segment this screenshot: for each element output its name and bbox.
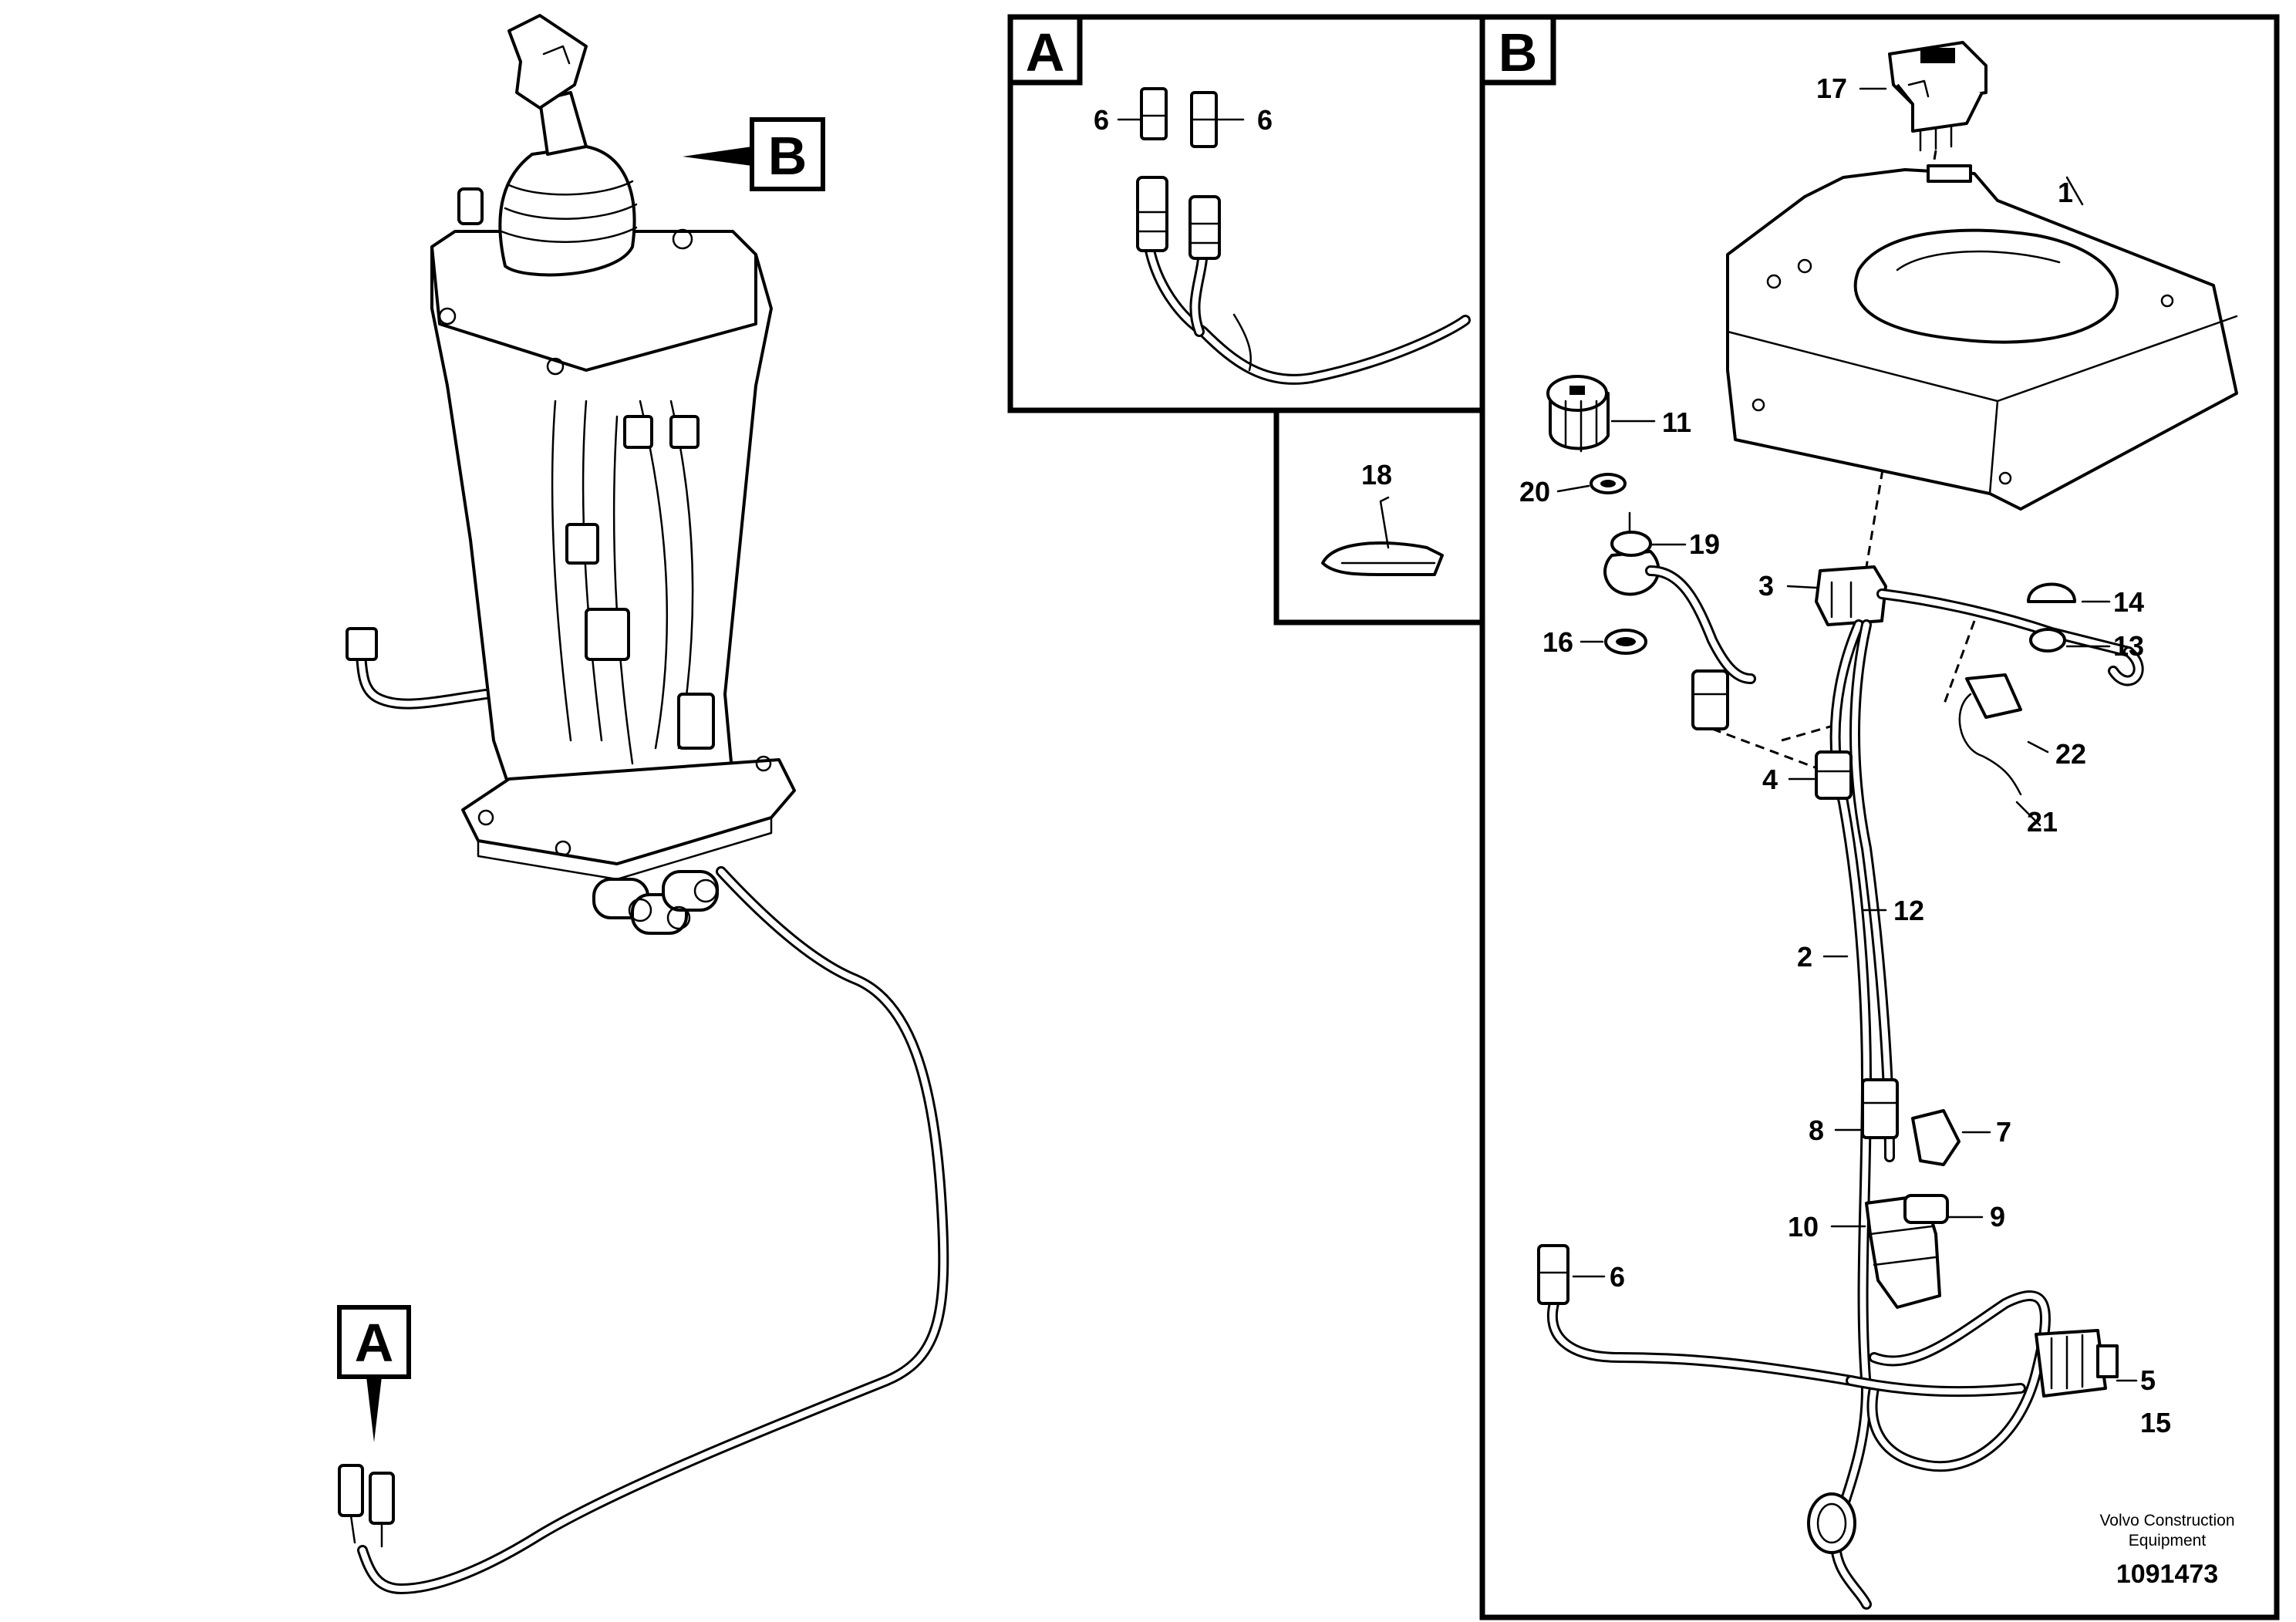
view-b-marker: B <box>768 126 807 186</box>
harness-grommet <box>1807 1492 1856 1554</box>
callout-16: 16 <box>1542 626 1573 658</box>
connector-8 <box>1861 1078 1899 1139</box>
callout-7: 7 <box>1996 1116 2011 1148</box>
side-connector <box>346 627 378 661</box>
callout-18: 18 <box>1361 459 1392 491</box>
callout-3: 3 <box>1758 570 1774 602</box>
connector-6-left <box>1140 87 1168 140</box>
joystick-handle <box>507 14 588 110</box>
callout-22: 22 <box>2055 738 2086 770</box>
pot-connector <box>1691 669 1729 730</box>
rocker-switch-17 <box>1888 41 1988 152</box>
callout-20: 20 <box>1519 476 1550 508</box>
callout-12: 12 <box>1893 895 1924 926</box>
callout-6-a-left: 6 <box>1094 104 1109 136</box>
connector-a-end-2 <box>369 1472 395 1525</box>
connector-a-end-1 <box>338 1464 364 1517</box>
callout-5: 5 <box>2140 1364 2156 1396</box>
brand-line-2: Equipment <box>2129 1532 2207 1549</box>
connector-5 <box>2035 1329 2119 1398</box>
callout-6-b: 6 <box>1610 1261 1625 1293</box>
callout-9: 9 <box>1990 1201 2005 1233</box>
connector-9 <box>1903 1194 1949 1224</box>
connector-7 <box>1911 1109 1961 1166</box>
callout-4: 4 <box>1762 764 1778 795</box>
callout-14: 14 <box>2113 586 2144 618</box>
brand-line-1: Volvo Construction <box>2099 1512 2234 1529</box>
view-b-pointer: B <box>683 117 825 191</box>
base-plate <box>461 758 796 865</box>
callout-15: 15 <box>2140 1407 2171 1438</box>
detail-b-label: B <box>1499 22 1538 83</box>
lamp-lens-14 <box>2027 582 2076 603</box>
clip-22 <box>1958 673 2022 796</box>
view-a-marker: A <box>355 1313 394 1373</box>
hydraulic-ports <box>592 870 719 935</box>
callout-19: 19 <box>1689 528 1720 560</box>
callout-21: 21 <box>2027 806 2058 838</box>
callout-8: 8 <box>1809 1114 1824 1146</box>
rubber-boot <box>498 145 636 277</box>
detail-b-panel: B 17 1 <box>1479 14 2280 1620</box>
cable-tie-panel: 18 <box>1273 407 1485 626</box>
cover-1 <box>1726 164 2238 511</box>
detail-a-panel: A 6 6 <box>1007 14 1485 413</box>
callout-6-a-right: 6 <box>1257 104 1273 136</box>
detail-a-label: A <box>1026 22 1065 83</box>
lamp-holder-13 <box>2029 628 2066 653</box>
knob-11 <box>1546 375 1610 453</box>
connector-6-b <box>1537 1244 1569 1305</box>
joystick-assembly <box>338 14 949 1594</box>
callout-2: 2 <box>1797 941 1812 973</box>
callout-11: 11 <box>1662 406 1691 438</box>
connector-4 <box>1815 750 1853 800</box>
callout-10: 10 <box>1788 1211 1819 1243</box>
cable-tie <box>1321 541 1444 576</box>
connector-housing-3 <box>1815 565 1887 626</box>
callout-13: 13 <box>2113 630 2144 662</box>
document-number: 1091473 <box>2116 1560 2218 1589</box>
callout-17: 17 <box>1816 73 1847 104</box>
view-a-pointer: A <box>337 1305 411 1442</box>
callout-1: 1 <box>2058 177 2073 208</box>
